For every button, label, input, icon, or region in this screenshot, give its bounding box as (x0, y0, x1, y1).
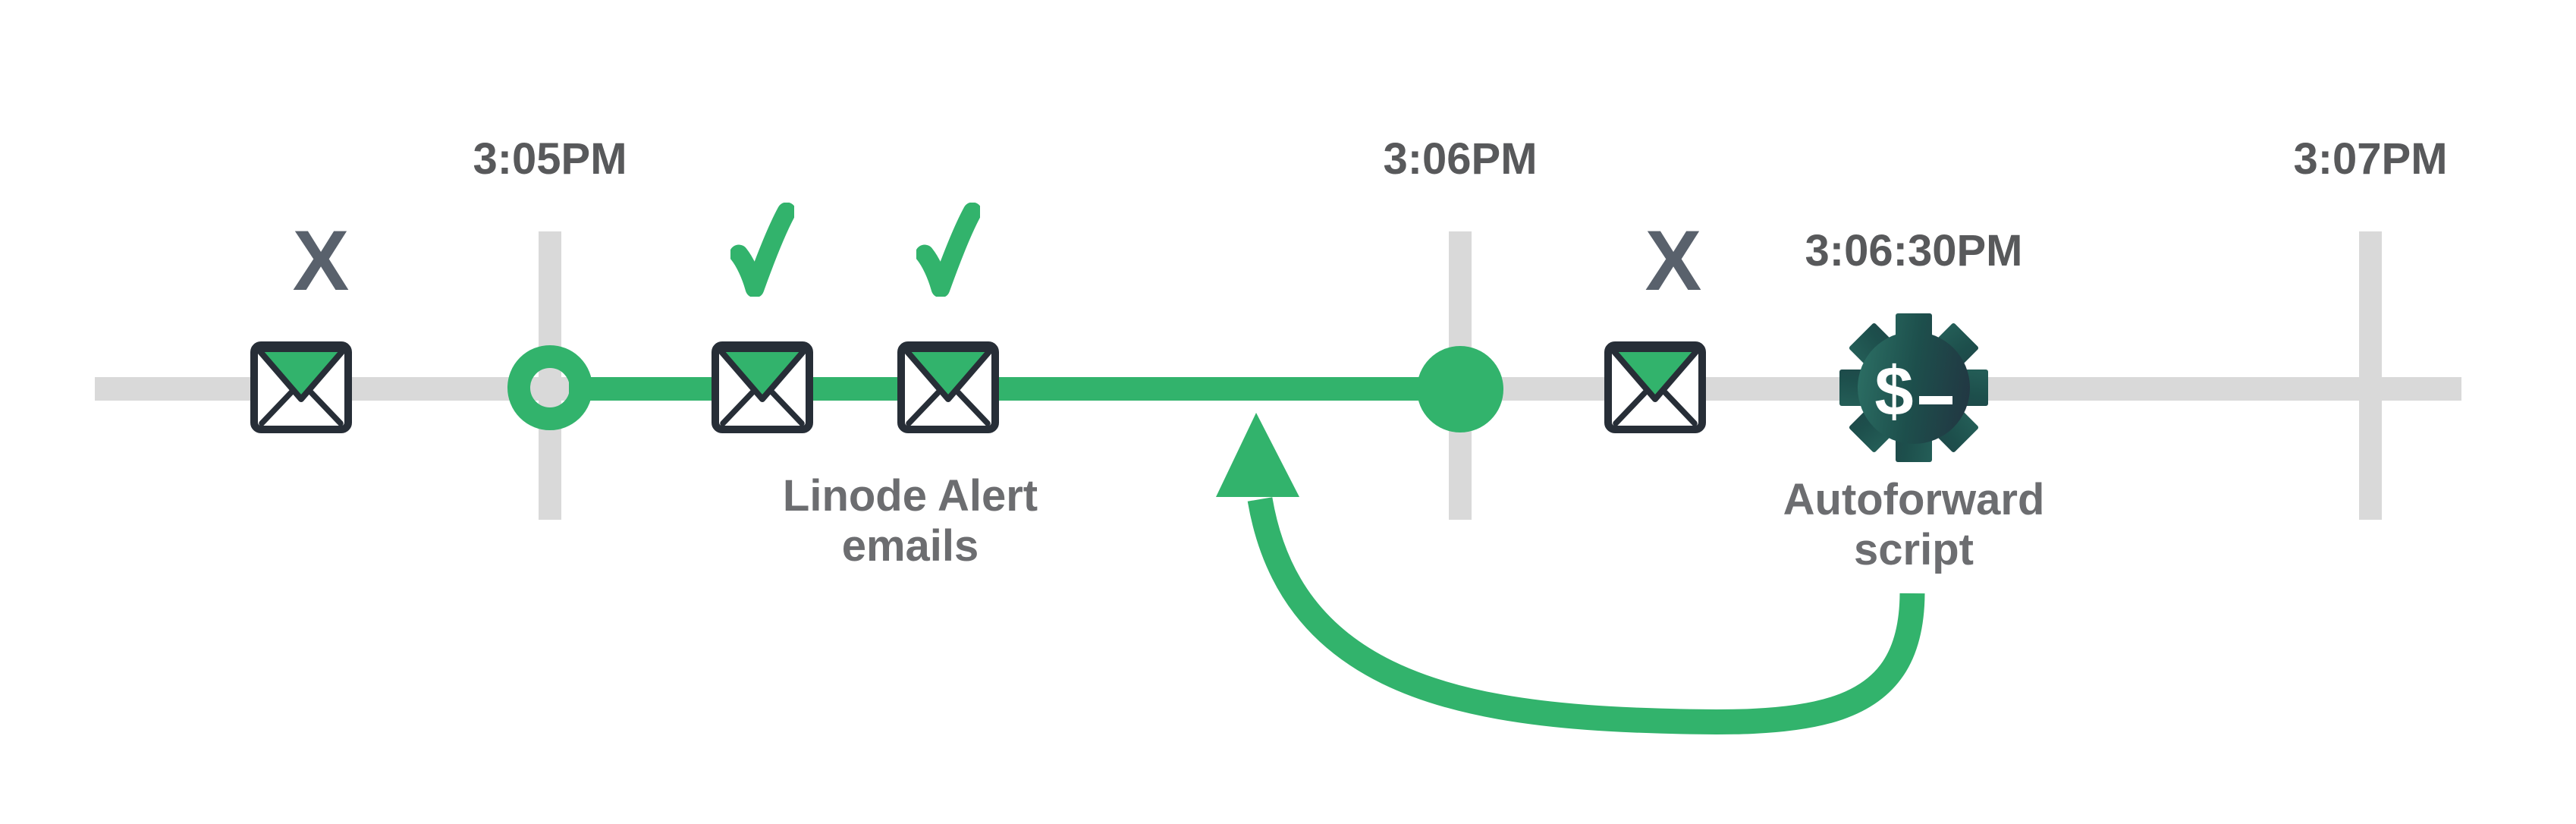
checkmark-icon (730, 203, 794, 297)
autoforward-caption-line1: Autoforward (1783, 475, 2045, 524)
tick-label-3-06pm: 3:06PM (1383, 134, 1538, 184)
alert-emails-caption: Linode Alert emails (783, 471, 1038, 571)
tick-label-3-05pm: 3:05PM (473, 134, 627, 184)
autoforward-caption: Autoforward script (1783, 475, 2045, 575)
dollar-glyph: $ (1874, 353, 1913, 430)
underscore-glyph (1919, 396, 1952, 404)
envelope-icon (711, 341, 814, 434)
autoforward-caption-line2: script (1854, 525, 1974, 574)
envelope-icon (250, 341, 353, 434)
alert-emails-caption-line2: emails (841, 521, 979, 571)
timeline-start-circle (507, 345, 592, 430)
envelope-icon (1604, 341, 1707, 434)
timeline-end-dot (1417, 346, 1503, 432)
envelope-icon (897, 341, 1000, 434)
x-icon: X (292, 213, 350, 308)
tick-3-07pm (2359, 231, 2382, 520)
x-icon: X (1645, 213, 1702, 308)
checkmark-icon (916, 203, 980, 297)
timeline-active-segment (569, 377, 1460, 401)
alert-emails-caption-line1: Linode Alert (782, 471, 1038, 521)
tick-label-3-07pm: 3:07PM (2293, 134, 2448, 184)
gear-terminal-icon: $ (1839, 313, 1988, 462)
script-time-label: 3:06:30PM (1805, 226, 2023, 275)
